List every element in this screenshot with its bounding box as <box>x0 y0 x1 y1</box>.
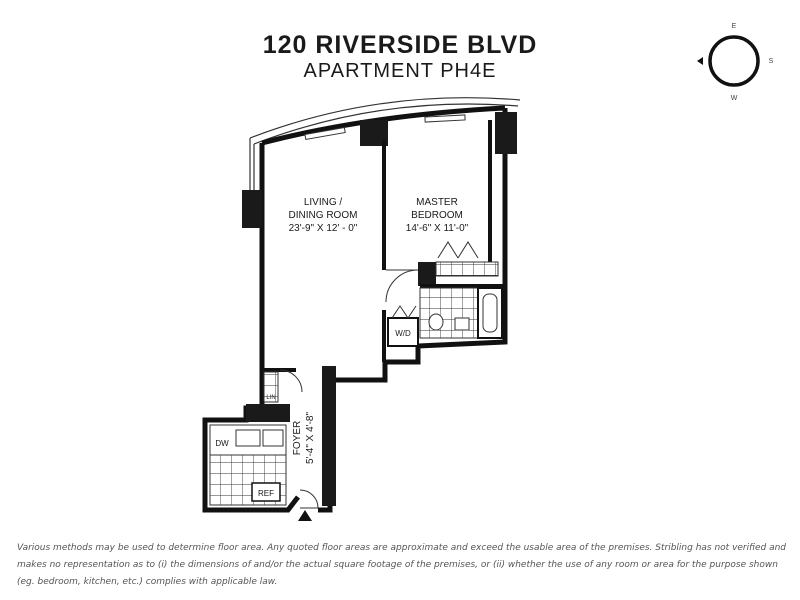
compass-west: W <box>731 95 738 102</box>
living-label-line2: DINING ROOM <box>289 210 358 221</box>
page-subtitle: APARTMENT PH4E <box>303 60 497 82</box>
master-bedroom-label: MASTER BEDROOM 14'-6" X 11'-0" <box>406 197 469 234</box>
living-dimensions: 23'-9" X 12' - 0" <box>289 223 358 234</box>
closet-doors <box>435 241 499 277</box>
compass-east: E <box>732 23 737 30</box>
refrigerator-label: REF <box>258 489 274 498</box>
bedroom-dimensions: 14'-6" X 11'-0" <box>406 223 469 234</box>
living-label-line1: LIVING / <box>304 197 343 208</box>
entry-arrow-icon <box>298 510 312 521</box>
windows <box>304 114 466 141</box>
bedroom-door <box>385 269 419 303</box>
entry-door <box>299 489 319 509</box>
bedroom-label-line1: MASTER <box>416 197 458 208</box>
washer-dryer-closet: W/D <box>387 305 419 347</box>
linen-closet: LIN <box>263 369 303 403</box>
compass-icon: E S W <box>697 23 774 102</box>
bathroom <box>419 287 503 339</box>
bedroom-label-line2: BEDROOM <box>411 210 463 221</box>
interior-walls <box>262 120 505 372</box>
foyer-name: FOYER <box>292 421 303 455</box>
kitchen: DW REF <box>209 424 287 506</box>
living-dining-label: LIVING / DINING ROOM 23'-9" X 12' - 0" <box>289 197 358 234</box>
legal-disclaimer: Various methods may be used to determine… <box>17 543 786 587</box>
page-title: 120 RIVERSIDE BLVD <box>262 31 538 59</box>
linen-label: LIN <box>266 395 275 401</box>
compass-south: S <box>769 58 774 65</box>
foyer-dimensions: 5'-4" X 4'-8" <box>305 412 316 465</box>
washer-dryer-label: W/D <box>395 329 411 338</box>
balcony-outline <box>249 97 521 190</box>
structural-columns <box>242 112 517 506</box>
dishwasher-label: DW <box>215 439 229 448</box>
foyer-label: FOYER 5'-4" X 4'-8" <box>292 412 316 465</box>
